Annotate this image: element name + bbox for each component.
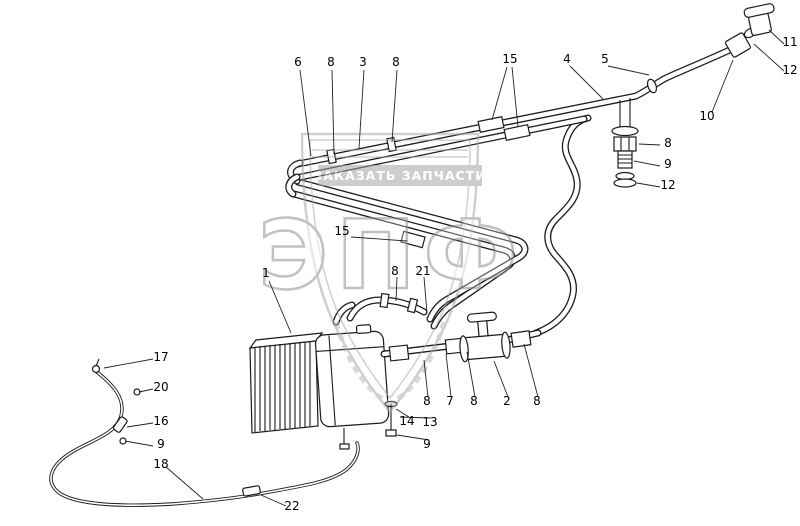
- callout-4: 4: [563, 52, 571, 66]
- callout-5: 5: [601, 52, 609, 66]
- watermark-laurel: [333, 321, 447, 407]
- clamp-22: [242, 485, 261, 497]
- callout-3: 3: [359, 55, 367, 69]
- s-return-pipe: [536, 118, 588, 333]
- callout-12-a: 12: [782, 63, 797, 77]
- watermark: ЗАКАЗАТЬ ЗАПЧАСТИ ЭПФ: [257, 132, 525, 415]
- watermark-banner-text: ЗАКАЗАТЬ ЗАПЧАСТИ: [313, 168, 486, 183]
- wire-clip-16: [112, 416, 128, 433]
- callout-8-f: 8: [470, 394, 478, 408]
- callout-8-c: 8: [664, 136, 672, 150]
- heater-outlet-line: [384, 311, 538, 363]
- heater-top-hoses: [336, 292, 424, 322]
- callout-20: 20: [153, 380, 168, 394]
- callout-15-a: 15: [502, 52, 517, 66]
- shutoff-valve-assembly: [646, 3, 775, 94]
- callout-9-a: 9: [664, 157, 672, 171]
- callout-numbers: 6 8 3 8 15 4 5 11 12 10 8 9 12 15 1 8 21…: [153, 35, 797, 513]
- drain-fitting-stack: [611, 98, 639, 188]
- callout-22: 22: [284, 499, 299, 513]
- heater-core-fins: [254, 341, 311, 432]
- callout-18: 18: [153, 457, 168, 471]
- callout-15-b: 15: [334, 224, 349, 238]
- callout-12-b: 12: [660, 178, 675, 192]
- valve-handle: [743, 3, 775, 18]
- callout-8-g: 8: [533, 394, 541, 408]
- callout-11: 11: [782, 35, 797, 49]
- callout-2: 2: [503, 394, 511, 408]
- callout-10: 10: [699, 109, 714, 123]
- callout-8-d: 8: [391, 264, 399, 278]
- callout-8-b: 8: [392, 55, 400, 69]
- watermark-shield-inner: [309, 139, 471, 400]
- callout-13: 13: [422, 415, 437, 429]
- callout-7: 7: [446, 394, 454, 408]
- heater-unit: [248, 324, 390, 434]
- heater-body: [314, 324, 390, 428]
- hose-coupling-15-middle: [400, 230, 426, 249]
- callout-17: 17: [153, 350, 168, 364]
- callout-8-e: 8: [423, 394, 431, 408]
- callout-14: 14: [399, 414, 414, 428]
- callout-8-a: 8: [327, 55, 335, 69]
- watermark-shield-outer: [300, 132, 480, 415]
- callout-leader-lines: [103, 29, 785, 507]
- callout-9-b: 9: [157, 437, 165, 451]
- callout-6: 6: [294, 55, 302, 69]
- wire-harness: [49, 358, 360, 507]
- callout-21: 21: [415, 264, 430, 278]
- hose-coupling-15-upper: [477, 116, 531, 142]
- callout-9-c: 9: [423, 437, 431, 451]
- ring-terminal: [91, 364, 101, 374]
- callout-16: 16: [153, 414, 168, 428]
- callout-1: 1: [262, 266, 270, 280]
- control-valve: [459, 311, 511, 363]
- watermark-banner-band: [318, 165, 482, 186]
- watermark-logo-text: ЭПФ: [258, 201, 525, 311]
